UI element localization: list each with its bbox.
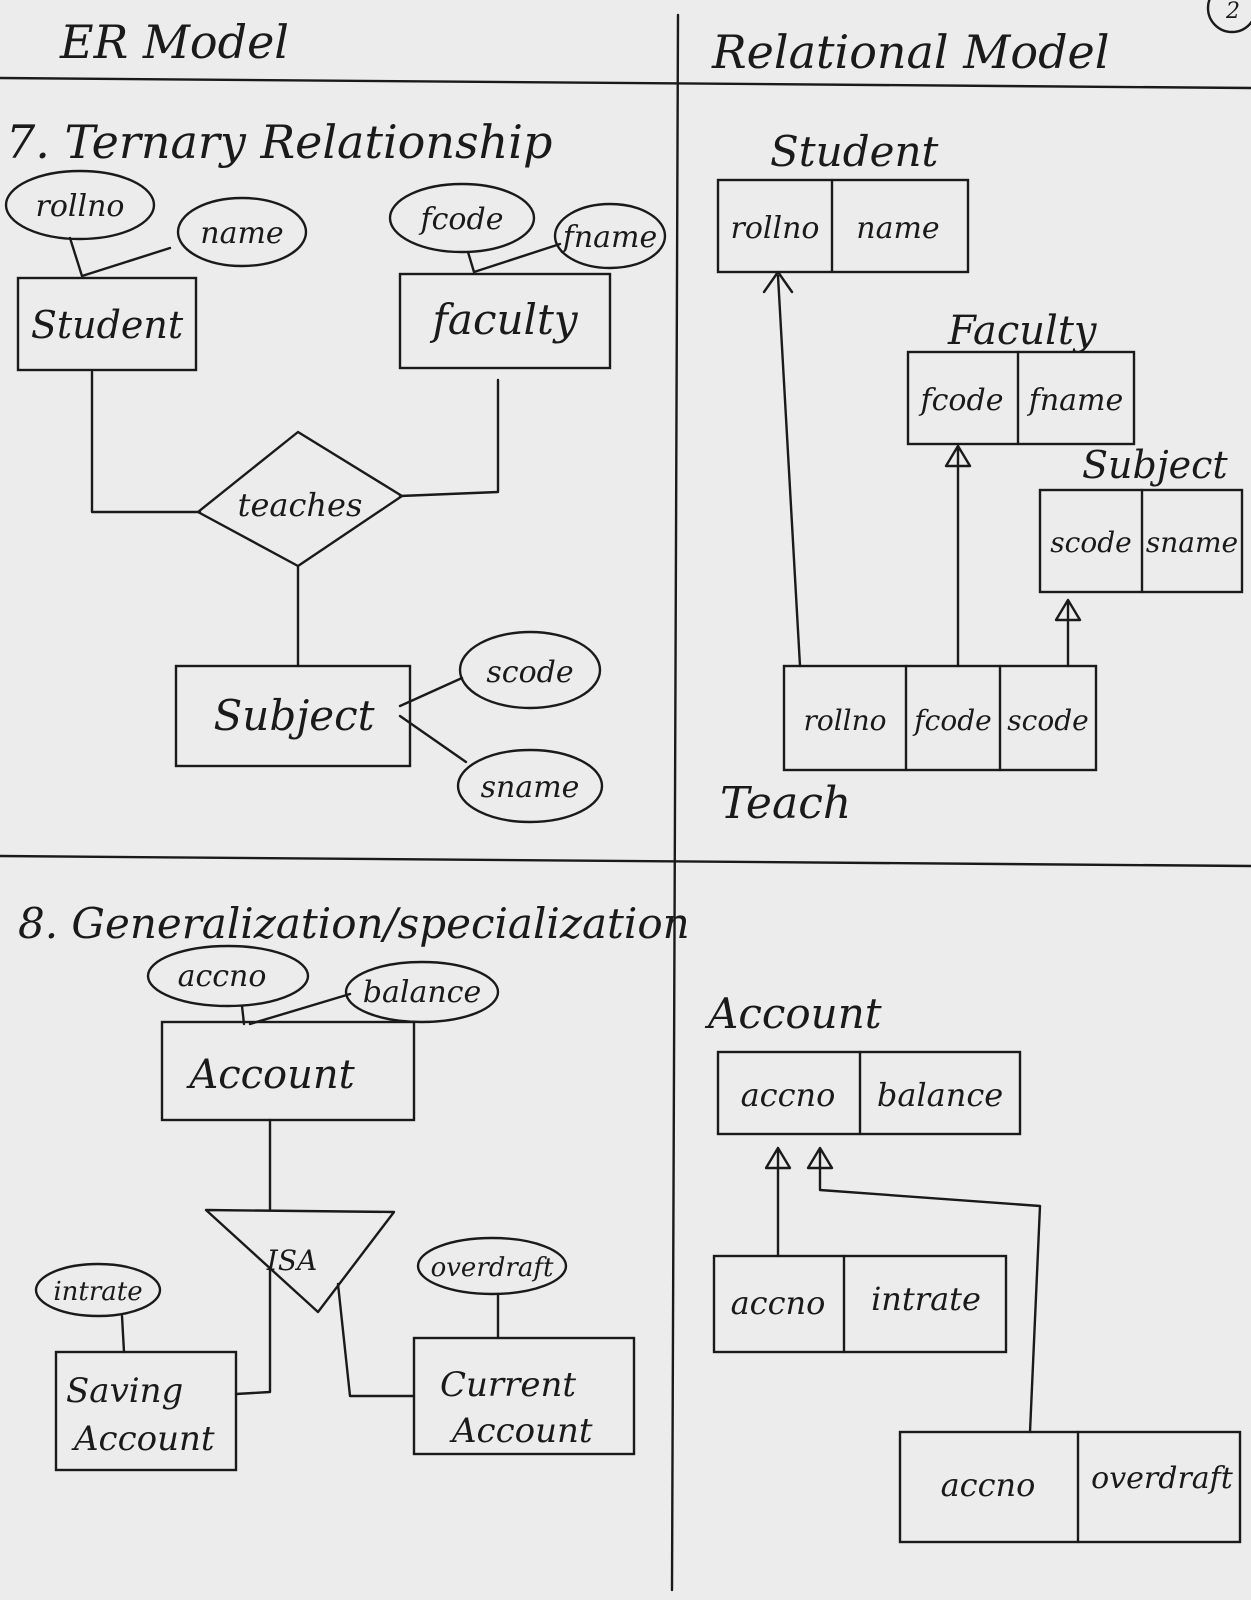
- attr-fname-label: fname: [561, 220, 658, 255]
- entity-saving-account: [54, 1350, 238, 1472]
- entity-saving-label-1: Saving: [66, 1371, 183, 1411]
- section-divider: [0, 854, 1251, 868]
- entity-saving-label-2: Account: [71, 1419, 215, 1459]
- entity-current-account: [412, 1336, 636, 1456]
- rel-teach-name: Teach: [720, 778, 851, 829]
- ternary-er-diagram: rollno name Student fcode fname faculty …: [4, 169, 667, 824]
- entity-faculty-label: faculty: [429, 295, 578, 344]
- entity-account: [160, 1020, 416, 1122]
- fk-arrow-scode: [1054, 598, 1082, 668]
- attr-accno-ellipse: [146, 944, 310, 1008]
- entity-student-label: Student: [31, 303, 184, 347]
- page-number: 2: [1225, 0, 1240, 24]
- header-relational-model: Relational Model: [711, 25, 1109, 79]
- rel-current-col-accno: accno: [941, 1466, 1036, 1504]
- student-attr-links: [68, 236, 172, 278]
- rel-saving-col-accno: accno: [731, 1284, 826, 1322]
- rel-faculty-name: Faculty: [947, 308, 1098, 354]
- rel-teach-col-fcode: fcode: [912, 704, 991, 737]
- attr-balance-label: balance: [363, 975, 481, 1010]
- entity-student: [16, 276, 198, 372]
- attr-intrate-ellipse: [34, 1262, 162, 1318]
- subject-attr-links: [398, 676, 468, 764]
- rel-subject-col-sname: sname: [1146, 526, 1238, 559]
- entity-current-label-1: Current: [440, 1365, 576, 1405]
- rel-subject-col-scode: scode: [1050, 526, 1131, 559]
- attr-accno-label: accno: [178, 959, 267, 994]
- rel-current-table: [898, 1430, 1242, 1544]
- page-number-circle: [1206, 0, 1251, 34]
- rel-teach-col-rollno: rollno: [803, 704, 886, 737]
- rel-student-table: [716, 178, 970, 274]
- section7-title: 7. Ternary Relationship: [6, 115, 552, 169]
- entity-account-label: Account: [185, 1052, 355, 1098]
- rel-account-table: [716, 1050, 1022, 1136]
- rel-student-col-name: name: [856, 211, 939, 246]
- saving-attr-link: [120, 1314, 126, 1354]
- rel-account-col-accno: accno: [741, 1076, 836, 1114]
- relationship-teaches-label: teaches: [238, 486, 363, 524]
- account-attr-links: [240, 992, 352, 1026]
- rel-faculty-table: [906, 350, 1136, 446]
- entity-current-label-2: Account: [449, 1411, 593, 1451]
- attr-fname-ellipse: [553, 202, 667, 270]
- vertical-divider: [670, 13, 680, 1592]
- fk-arrow-current-accno: [806, 1146, 1042, 1434]
- rel-faculty-col-fname: fname: [1027, 383, 1124, 418]
- header-er-model: ER Model: [59, 15, 289, 69]
- isa-triangle: [204, 1208, 396, 1314]
- isa-label: ISA: [266, 1244, 317, 1277]
- fk-arrow-saving-accno: [764, 1146, 792, 1258]
- section8-title: 8. Generalization/specialization: [18, 899, 690, 948]
- header-divider: [0, 76, 1251, 90]
- rel-student-name: Student: [770, 127, 938, 176]
- isa-relational-diagram: Account accno balance accno intrate accn…: [704, 989, 1242, 1544]
- rel-saving-table: [712, 1254, 1008, 1354]
- ternary-relational-diagram: Student rollno name Faculty fcode fname …: [716, 127, 1244, 829]
- attr-sname-ellipse: [456, 748, 604, 824]
- attr-name-ellipse: [176, 196, 308, 268]
- entity-subject: [174, 664, 412, 768]
- rel-saving-col-intrate: intrate: [871, 1280, 981, 1318]
- attr-fcode-ellipse: [388, 182, 536, 254]
- attr-overdraft-label: overdraft: [431, 1253, 554, 1283]
- entity-subject-label: Subject: [214, 691, 375, 740]
- rel-faculty-col-fcode: fcode: [919, 383, 1004, 418]
- isa-current-link: [336, 1282, 416, 1398]
- isa-er-diagram: accno balance Account ISA intrate Saving…: [34, 944, 636, 1472]
- attr-rollno-label: rollno: [36, 189, 125, 224]
- rel-student-col-rollno: rollno: [731, 211, 820, 246]
- fk-arrow-fcode: [944, 444, 972, 668]
- attr-intrate-label: intrate: [53, 1277, 142, 1307]
- rel-account-col-balance: balance: [877, 1076, 1003, 1114]
- attr-scode-label: scode: [486, 655, 573, 690]
- attr-name-label: name: [200, 216, 283, 251]
- attr-balance-ellipse: [344, 960, 500, 1024]
- student-teaches-link: [90, 370, 202, 514]
- fk-arrow-rollno: [762, 270, 802, 668]
- attr-sname-label: sname: [481, 770, 580, 805]
- attr-fcode-label: fcode: [419, 202, 504, 237]
- rel-current-col-overdraft: overdraft: [1091, 1461, 1234, 1496]
- attr-rollno-ellipse: [4, 169, 156, 241]
- rel-subject-name: Subject: [1082, 443, 1228, 487]
- rel-teach-table: [782, 664, 1098, 772]
- attr-scode-ellipse: [458, 630, 602, 710]
- faculty-teaches-link: [398, 378, 500, 498]
- faculty-attr-links: [466, 242, 562, 274]
- rel-account-name: Account: [704, 989, 882, 1038]
- isa-saving-link: [234, 1268, 272, 1396]
- rel-teach-col-scode: scode: [1007, 704, 1088, 737]
- attr-overdraft-ellipse: [416, 1236, 568, 1296]
- entity-faculty: [398, 272, 612, 370]
